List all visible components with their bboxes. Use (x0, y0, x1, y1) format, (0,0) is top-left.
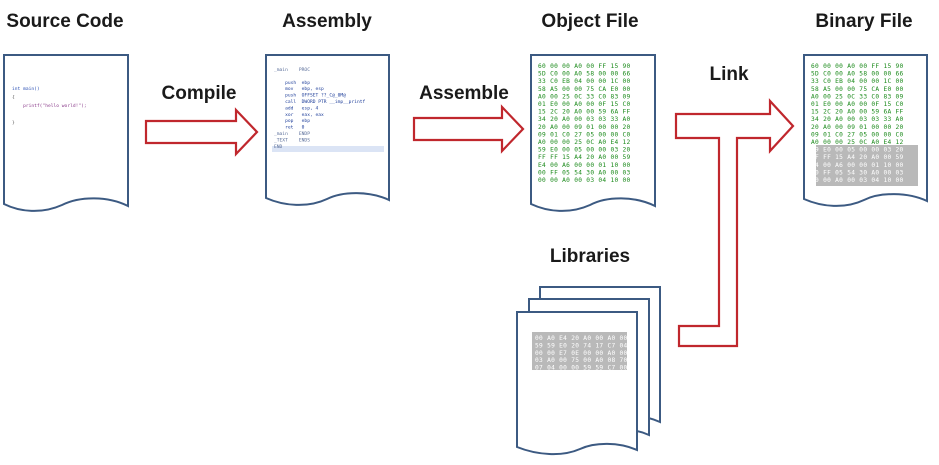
assembly-line: _main ENDP (274, 131, 310, 137)
assemble-arrow (412, 104, 525, 154)
source-code-line: } (12, 120, 15, 126)
assembly-line: push ebp (274, 80, 310, 86)
binary-hex-line: 09 01 C0 27 05 00 00 C0 (811, 131, 904, 138)
object-hex-line: 5D C0 00 A0 58 00 00 66 (538, 71, 631, 78)
assembly-title: Assembly (282, 11, 372, 32)
library-hex-line: 00 A0 E4 20 A0 00 A0 00 (535, 335, 628, 342)
source-code-line: { (12, 95, 15, 101)
binary-hex-line: FF FF 15 A4 20 A0 00 59 (811, 154, 904, 161)
library-hex-line: 03 A0 00 75 00 A0 08 70 (535, 357, 628, 364)
binary-hex-line: 58 A5 00 00 75 CA E0 00 (811, 86, 904, 93)
assembly-line: xor eax, eax (274, 113, 324, 118)
object-hex-line: A0 00 25 0C 33 C0 83 09 (538, 93, 631, 100)
binary-hex-line: 00 00 A0 00 03 04 10 00 (811, 177, 904, 184)
object-hex-line: 20 A0 00 09 01 00 00 20 (538, 124, 631, 131)
link-label: Link (709, 64, 748, 85)
source-code-lines: int main() { printf("hello world!");} (12, 86, 87, 126)
object-hex-line: 00 FF 05 54 30 A0 00 03 (538, 169, 631, 176)
source-code-line: int main() (12, 86, 40, 92)
source-code-title: Source Code (6, 11, 123, 32)
assembly-line: _TEXT ENDS (274, 137, 310, 143)
assembly-line: call DWORD PTR __imp__printf (274, 99, 366, 105)
assemble-label: Assemble (419, 83, 509, 104)
binary-hex-line: 60 00 00 A0 00 FF 15 90 (811, 63, 904, 70)
object-file-title: Object File (541, 11, 638, 32)
library-hex-line: 07 04 00 00 59 59 C7 00 (535, 365, 628, 372)
object-hex-line: 33 C0 EB 04 00 00 1C 00 (538, 78, 631, 85)
object-hex-line: 15 2C 20 A0 00 59 6A FF (538, 109, 631, 116)
object-hex-line: 00 00 A0 00 03 04 10 00 (538, 177, 631, 184)
object-hex-line: 59 E0 00 05 00 00 03 20 (538, 147, 631, 154)
source-code-document: int main() { printf("hello world!");} (3, 54, 129, 212)
binary-hex-line: 34 20 A0 00 03 03 33 A0 (811, 116, 904, 123)
binary-hex-line: A0 00 25 0C 33 C0 83 09 (811, 93, 904, 100)
object-hex-line: 34 20 A0 00 03 03 33 A0 (538, 116, 631, 123)
binary-hex-line: 33 C0 EB 04 00 00 1C 00 (811, 78, 904, 85)
assembly-code-lines: _main PROC push ebp mov ebp, esp push OF… (274, 67, 366, 150)
binary-hex-line: 00 FF 05 54 30 A0 00 03 (811, 169, 904, 176)
assembly-line: _main PROC (274, 67, 310, 73)
binary-hex-line: 59 E0 00 05 00 00 03 20 (811, 147, 904, 154)
assembly-line: add esp, 4 (274, 105, 318, 111)
object-hex-line: E4 00 A6 00 00 01 10 00 (538, 162, 631, 169)
object-hex-line: 60 00 00 A0 00 FF 15 90 (538, 63, 631, 70)
object-hex-line: 01 E0 00 A0 00 0F 15 C0 (538, 101, 631, 108)
object-hex-line: A0 00 00 25 0C A0 E4 12 (538, 139, 631, 146)
libraries-title: Libraries (550, 246, 630, 267)
link-arrow (674, 98, 795, 348)
assembly-highlight (272, 146, 384, 152)
library-hex-line: 00 00 E7 0E 00 00 A0 00 (535, 350, 628, 357)
assembly-line: mov ebp, esp (274, 86, 324, 92)
binary-hex-line: 01 E0 00 A0 00 0F 15 C0 (811, 101, 904, 108)
assembly-document: _main PROC push ebp mov ebp, esp push OF… (265, 54, 390, 206)
object-hex-line: FF FF 15 A4 20 A0 00 59 (538, 154, 631, 161)
binary-hex-line: A0 00 00 25 0C A0 E4 12 (811, 139, 904, 146)
assembly-line: END (274, 144, 283, 150)
library-hex-line: 59 59 E0 20 74 17 C7 04 (535, 342, 628, 349)
library-code-block (532, 332, 627, 370)
object-hex-line: 58 A5 00 00 75 CA E0 00 (538, 86, 631, 93)
source-code-line: printf("hello world!"); (12, 103, 87, 109)
binary-linked-section (816, 145, 918, 186)
compile-arrow (144, 107, 259, 157)
binary-hex-line: 5D C0 00 A0 58 00 00 66 (811, 71, 904, 78)
assembly-line: ret 0 (274, 125, 305, 131)
assembly-line: pop ebp (274, 118, 310, 124)
binary-hex-line: 20 A0 00 09 01 00 00 20 (811, 124, 904, 131)
binary-hex-line: E4 00 A6 00 00 01 10 00 (811, 162, 904, 169)
binary-file-title: Binary File (815, 11, 912, 32)
object-hex-line: 09 01 C0 27 05 00 00 C0 (538, 131, 631, 138)
assembly-line: push OFFSET ??_C@_0M@ (274, 93, 346, 99)
binary-hex-line: 15 2C 20 A0 00 59 6A FF (811, 109, 904, 116)
compile-label: Compile (162, 83, 237, 104)
